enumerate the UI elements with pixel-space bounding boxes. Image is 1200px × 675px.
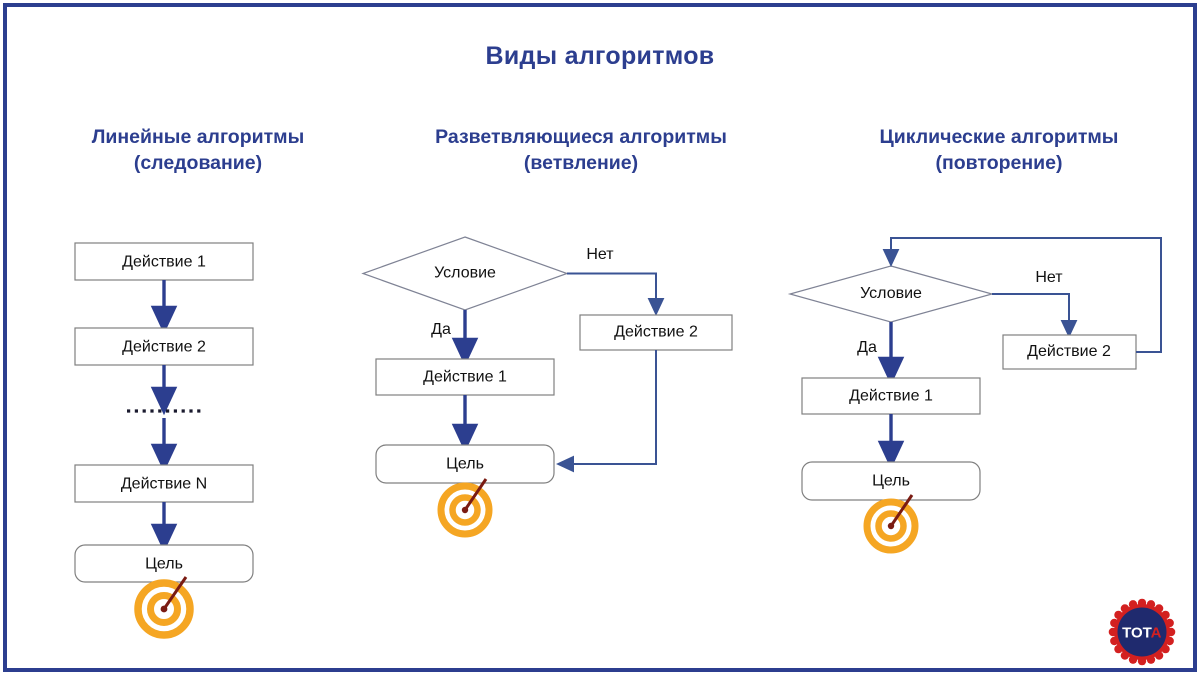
flowchart-linear: Действие 1 Действие 2 Действие N Цель [74,242,254,639]
node-linear-goal-label: Цель [145,556,183,573]
edge-label-cyclic-no: Нет [1035,269,1063,286]
flowchart-cyclic: Условие Нет Да Действие 1 Действие 2 Цел… [787,237,1162,554]
node-linear-action-2-label: Действие 2 [122,339,206,356]
node-cyclic-action-1-label: Действие 1 [849,388,933,405]
column-heading-cyclic: Циклические алгоритмы (повторение) [818,124,1180,176]
gear-icon [1108,598,1176,666]
flowchart-branching: Условие Да Нет Действие 1 Действие 2 Цел… [361,236,733,538]
column-heading-linear-line1: Линейные алгоритмы [91,126,305,148]
edge-label-cyclic-yes: Да [857,339,877,356]
column-heading-cyclic-line1: Циклические алгоритмы [879,126,1119,148]
page-title: Виды алгоритмов [485,42,715,70]
logo-text-accent: A [1151,625,1162,642]
node-cyclic-action-2 [1002,334,1137,370]
node-cyclic-condition-label: Условие [860,285,922,302]
edge-cyclic-no-to-action2 [992,293,1078,338]
node-branching-goal-label: Цель [446,456,484,473]
edge-branching-action2-to-goal [556,350,657,473]
node-branching-action-1 [375,358,555,396]
node-branching-action-2-label: Действие 2 [614,324,698,341]
column-heading-branching-line2: (ветвление) [523,152,639,174]
node-linear-action-2 [74,327,254,366]
node-linear-action-n-label: Действие N [121,476,207,493]
node-cyclic-action-1 [801,377,981,415]
edge-cyclic-loopback [882,237,1162,353]
tota-logo: TOT A [1108,598,1176,666]
column-heading-branching: Разветвляющиеся алгоритмы (ветвление) [388,124,774,176]
column-heading-linear-line2: (следование) [133,152,263,174]
node-cyclic-goal-label: Цель [872,473,910,490]
node-linear-action-1-label: Действие 1 [122,254,206,271]
node-linear-action-1 [74,242,254,281]
node-branching-condition-label: Условие [434,265,496,282]
node-cyclic-action-2-label: Действие 2 [1027,343,1111,360]
node-branching-action-1-label: Действие 1 [423,369,507,386]
edge-label-branching-yes: Да [431,321,451,338]
target-icon-cyclic [863,494,919,554]
edge-label-branching-no: Нет [586,246,614,263]
target-icon-linear [134,576,194,639]
edge-branching-no-to-action2 [567,272,665,316]
target-icon-branching [437,478,493,538]
logo-text-main: TOT [1122,625,1152,642]
column-heading-cyclic-line2: (повторение) [935,152,1063,174]
column-heading-branching-line1: Разветвляющиеся алгоритмы [435,126,727,148]
column-heading-linear: Линейные алгоритмы (следование) [40,124,356,176]
